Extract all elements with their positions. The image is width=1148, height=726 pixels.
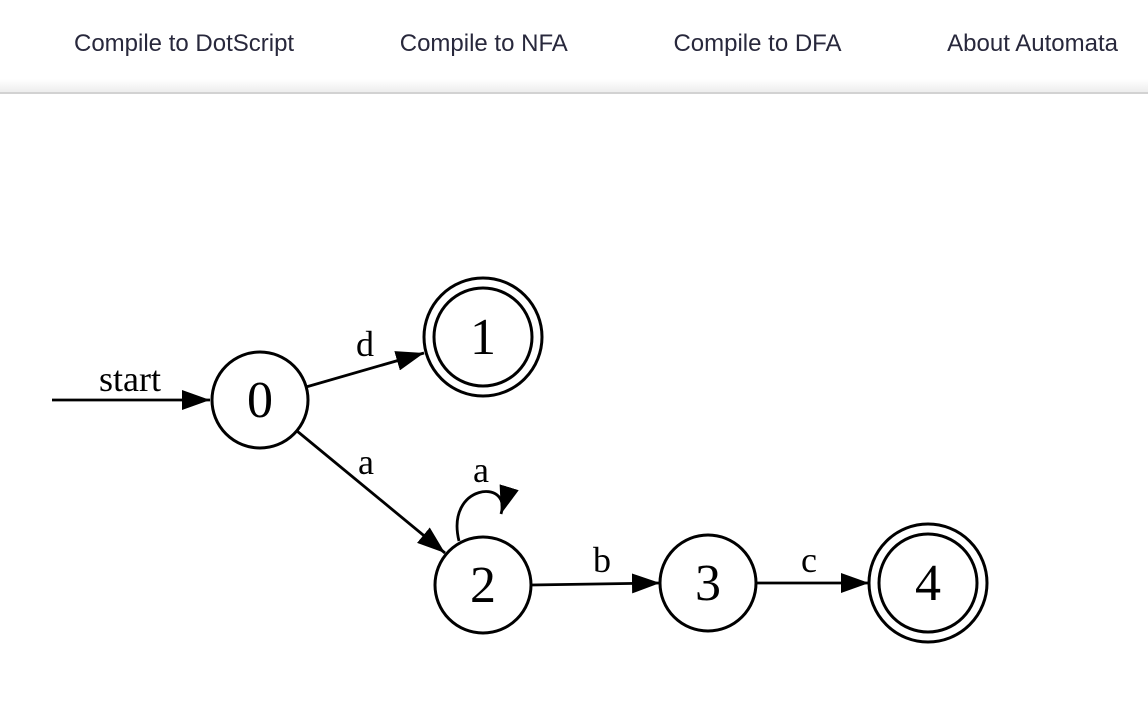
transition-0-to-1: d xyxy=(305,324,425,389)
nav-link-compile-to-nfa[interactable]: Compile to NFA xyxy=(399,30,568,57)
state-2[interactable]: 2 xyxy=(433,535,533,635)
transition-0-to-1-label: d xyxy=(356,324,374,364)
top-navbar: Compile to DotScript Compile to NFA Comp… xyxy=(0,0,1148,94)
state-0[interactable]: 0 xyxy=(210,350,310,450)
state-4[interactable]: 4 xyxy=(867,522,989,644)
transition-0-to-2: a xyxy=(296,429,446,555)
automaton-diagram: start d a a b c 0 xyxy=(52,276,989,644)
state-2-label: 2 xyxy=(470,557,496,614)
state-1-inner-circle xyxy=(432,286,534,388)
transition-2-to-3: b xyxy=(530,540,661,594)
state-4-inner-circle xyxy=(877,532,979,634)
transition-0-to-2-label: a xyxy=(358,442,374,482)
nav-link-compile-to-dfa[interactable]: Compile to DFA xyxy=(673,30,842,57)
transition-2-to-3-label: b xyxy=(593,540,611,580)
nav-link-about-automata[interactable]: About Automata xyxy=(947,30,1118,57)
state-2-circle[interactable] xyxy=(433,535,533,635)
transition-2-to-3-line xyxy=(530,573,661,594)
start-arrow-label: start xyxy=(99,359,161,399)
state-0-circle[interactable] xyxy=(210,350,310,450)
state-0-label: 0 xyxy=(247,372,273,429)
transition-0-to-2-line xyxy=(296,429,446,555)
transition-2-self-loop: a xyxy=(455,450,519,542)
transition-3-to-4-label: c xyxy=(801,540,817,580)
nav-link-compile-to-dotscript[interactable]: Compile to DotScript xyxy=(74,30,295,57)
transition-2-self-loop-path xyxy=(455,484,519,542)
automaton-canvas: start d a a b c 0 xyxy=(0,94,1148,724)
state-4-label: 4 xyxy=(915,555,941,612)
state-1-label: 1 xyxy=(470,309,496,366)
transition-3-to-4: c xyxy=(756,540,869,593)
state-3-label: 3 xyxy=(695,555,721,612)
start-arrow: start xyxy=(52,359,210,410)
state-3[interactable]: 3 xyxy=(658,533,758,633)
transition-0-to-1-line xyxy=(305,351,425,389)
transition-2-self-loop-label: a xyxy=(473,450,489,490)
state-1[interactable]: 1 xyxy=(422,276,544,398)
state-3-circle[interactable] xyxy=(658,533,758,633)
